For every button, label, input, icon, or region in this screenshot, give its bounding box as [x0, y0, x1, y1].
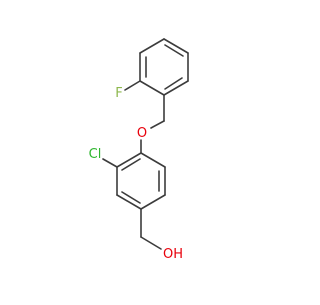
bond [139, 80, 165, 96]
bond [164, 44, 184, 57]
bond [140, 236, 162, 250]
bond [121, 191, 141, 204]
structure-canvas: F O Cl OH [88, 38, 189, 262]
ether-oxygen-label: O [137, 126, 147, 141]
molecule-structure: F O Cl OH [89, 38, 189, 262]
bond [139, 38, 165, 54]
bond [140, 152, 166, 168]
bond [150, 120, 165, 129]
bond [124, 80, 141, 91]
bond [116, 194, 142, 210]
bond [140, 194, 166, 210]
bond [102, 158, 118, 168]
chlorine-atom-label: Cl [89, 147, 102, 162]
fluorine-atom-label: F [115, 86, 122, 101]
bond [116, 152, 142, 168]
hydroxyl-group-label: OH [163, 247, 183, 262]
bond [163, 80, 189, 96]
bond [164, 77, 183, 90]
bond [121, 158, 141, 171]
bond [163, 38, 189, 54]
